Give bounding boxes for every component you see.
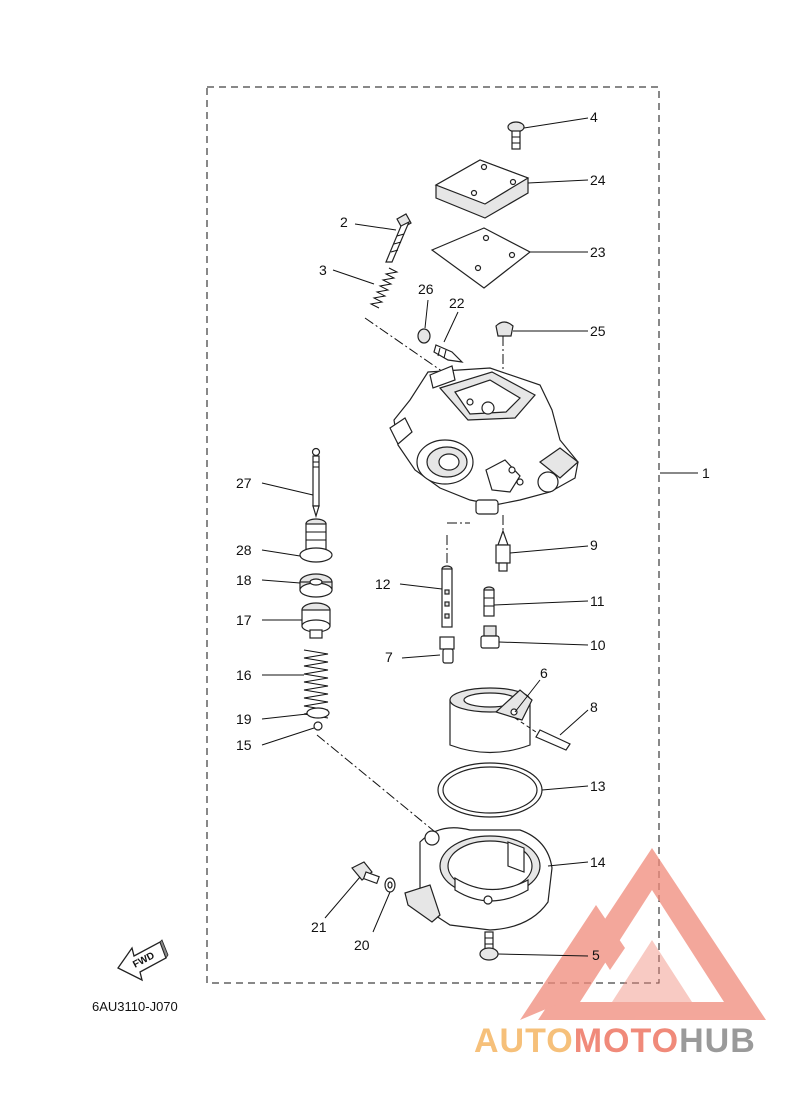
watermark-word-moto: MOTO: [574, 1022, 679, 1060]
part-20-washer: [384, 877, 396, 893]
callout-21: 21: [311, 919, 327, 935]
part-6-float: [449, 687, 533, 754]
callout-4: 4: [590, 109, 598, 125]
assembly-leaders: [316, 317, 504, 837]
part-18-washer: [299, 573, 333, 598]
callout-19: 19: [236, 711, 252, 727]
fwd-arrow-icon: FWD: [117, 939, 169, 982]
part-15-ball: [313, 721, 323, 731]
callout-1: 1: [702, 465, 710, 481]
callout-20: 20: [354, 937, 370, 953]
callout-15: 15: [236, 737, 252, 753]
part-17-holder: [301, 602, 331, 639]
callout-24: 24: [590, 172, 606, 188]
drawing-code: 6AU3110-J070: [92, 999, 178, 1014]
callout-6: 6: [540, 665, 548, 681]
part-12-tube: [441, 565, 453, 628]
part-1-carburetor-body: [389, 365, 579, 515]
part-21-screw: [351, 861, 380, 885]
part-11-jet: [483, 586, 495, 617]
part-23-gasket: [430, 227, 532, 289]
part-4-screw: [507, 121, 525, 150]
watermark-word-hub: HUB: [679, 1022, 756, 1060]
part-25-cap: [495, 321, 514, 337]
callout-11: 11: [590, 593, 605, 609]
callout-13: 13: [590, 778, 606, 794]
callout-leaders: [261, 117, 698, 957]
part-7-jet: [439, 636, 455, 664]
part-8-pin: [514, 717, 571, 751]
callout-17: 17: [236, 612, 252, 628]
callout-28: 28: [236, 542, 252, 558]
part-26-oring: [417, 328, 431, 344]
callout-10: 10: [590, 637, 606, 653]
watermark-text: AUTOMOTOHUB: [474, 1022, 756, 1060]
part-13-gasket-ring: [437, 762, 543, 818]
callout-22: 22: [449, 295, 465, 311]
part-28-holder: [299, 518, 333, 563]
part-16-spring: [303, 649, 329, 719]
callout-12: 12: [375, 576, 391, 592]
part-24-cover: [434, 159, 530, 219]
callout-8: 8: [590, 699, 598, 715]
part-27-jet-needle: [311, 447, 321, 519]
part-5-screw: [479, 931, 499, 961]
callout-2: 2: [340, 214, 348, 230]
callout-23: 23: [590, 244, 606, 260]
callout-16: 16: [236, 667, 252, 683]
assembly-boundary: [206, 86, 660, 984]
part-14-float-chamber: [404, 827, 553, 931]
callout-9: 9: [590, 537, 598, 553]
watermark-logo: [520, 848, 766, 1020]
part-19-oring: [306, 707, 330, 719]
callout-27: 27: [236, 475, 252, 491]
part-22-needle: [433, 344, 464, 363]
callout-25: 25: [590, 323, 606, 339]
callout-18: 18: [236, 572, 252, 588]
part-2-screw: [385, 213, 412, 263]
part-3-spring: [369, 267, 399, 309]
callout-5: 5: [592, 947, 600, 963]
callout-3: 3: [319, 262, 327, 278]
part-9-needle-valve: [495, 529, 511, 572]
part-10-plug: [480, 625, 500, 649]
callout-7: 7: [385, 649, 393, 665]
watermark-word-auto: AUTO: [474, 1022, 574, 1060]
callout-26: 26: [418, 281, 434, 297]
callout-14: 14: [590, 854, 606, 870]
